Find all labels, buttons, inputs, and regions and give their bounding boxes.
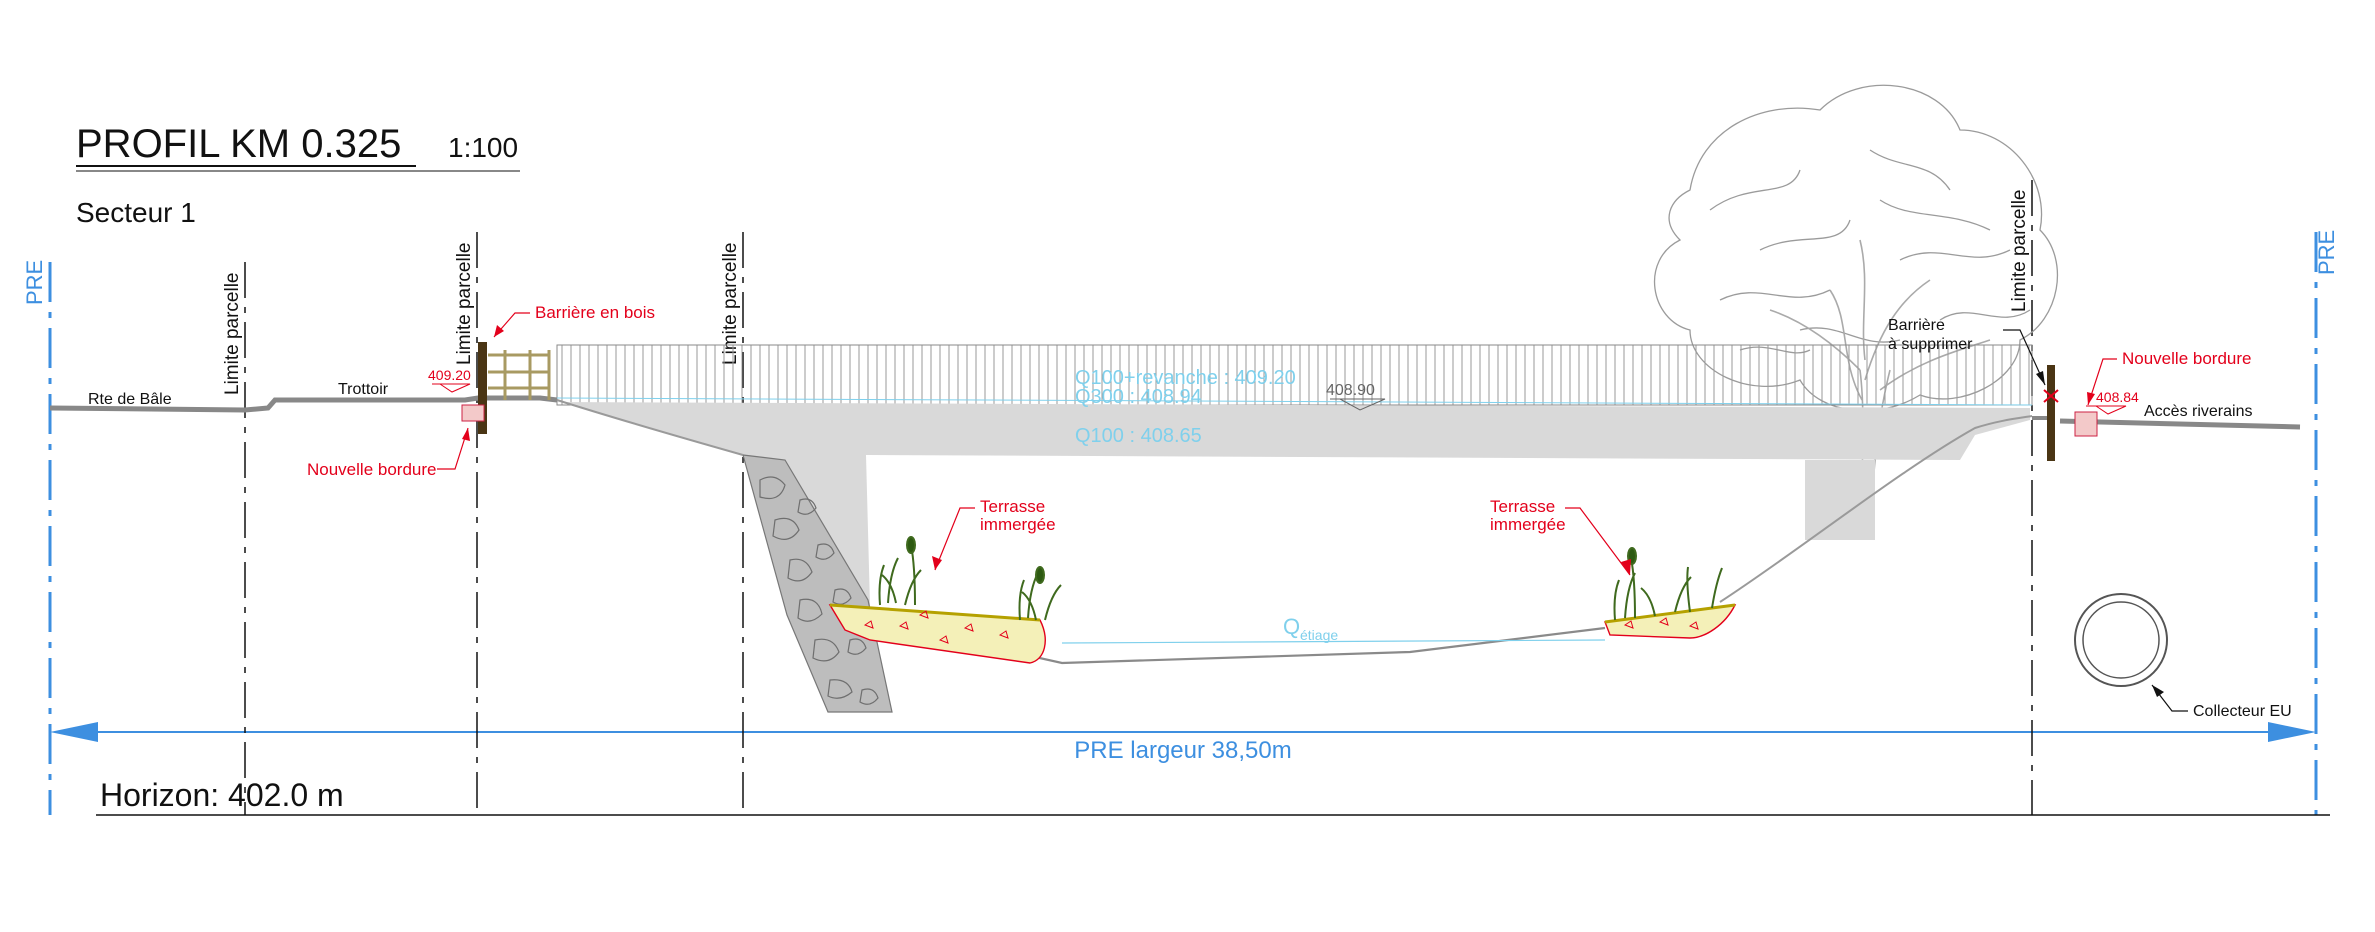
horizon: Horizon: 402.0 m: [96, 777, 2330, 816]
profile-title: PROFIL KM 0.325: [76, 122, 401, 166]
pre-left-label: PRE: [22, 260, 47, 305]
terrace-left-markers: [863, 610, 1009, 644]
profile-scale: 1:100: [448, 132, 518, 163]
sector-label: Secteur 1: [76, 197, 196, 228]
terrace-left-body: [828, 604, 1046, 664]
wooden-barrier-arrow: [494, 325, 504, 337]
pre-width-label: PRE largeur 38,50m: [1074, 737, 1291, 764]
right-elevation-marker: [2086, 405, 2127, 415]
right-bank-details: Barrière à supprimer Nouvelle bordure 40…: [1888, 317, 2292, 720]
title-block: PROFIL KM 0.325 1:100 Secteur 1: [76, 122, 520, 228]
right-curb-leader: [2087, 358, 2117, 406]
right-curb-arrow: [2087, 392, 2095, 405]
terrace-right-leader: [1565, 507, 1631, 576]
collector-pipe-inner: [2082, 601, 2160, 679]
stone-wall: [742, 454, 893, 713]
parcel-limit-label-2: Limite parcelle: [454, 243, 475, 366]
stone-wall-masonry: [759, 476, 879, 705]
right-elevation-value: 408.84: [2096, 389, 2139, 405]
sidewalk-label: Trottoir: [338, 381, 389, 398]
terrace-right-markers: [1623, 617, 1699, 630]
low-water-line: [1061, 639, 1606, 644]
collector-pipe-outer: [2074, 593, 2168, 687]
left-elevation-value: 409.20: [428, 367, 471, 383]
right-access-road: [2059, 418, 2301, 430]
parcel-limits: Limite parcelle Limite parcelle Limite p…: [222, 180, 2033, 815]
parcel-limit-label-3: Limite parcelle: [720, 243, 741, 366]
left-curb-label: Nouvelle bordure: [307, 460, 436, 479]
right-new-curb: [2074, 411, 2098, 437]
barrier-remove-line1: Barrière: [1888, 317, 1945, 334]
terrace-right-leader-arrow: [1621, 559, 1631, 575]
terrace-right-plants: [1613, 547, 1723, 621]
collector-arrow: [2152, 685, 2164, 697]
left-bank-slope: [556, 399, 744, 456]
left-curb-leader: [437, 427, 469, 470]
pre-right-label: PRE: [2314, 230, 2339, 275]
terrace-right-label-line2: immergée: [1490, 515, 1566, 534]
bridge-abutment-right: [1805, 460, 1875, 540]
wood-post: [478, 342, 487, 434]
pre-width-arrow-right: [2268, 722, 2316, 742]
q100-label: Q100 : 408.65: [1075, 425, 1202, 447]
right-curb-label: Nouvelle bordure: [2122, 349, 2251, 368]
left-new-curb: [461, 404, 485, 422]
low-water-subscript: étiage: [1300, 627, 1338, 643]
barrier-remove-arrow: [2036, 371, 2045, 385]
pre-boundaries: PRE PRE PRE largeur 38,50m: [22, 230, 2339, 815]
terrace-left-plants: [878, 536, 1062, 621]
bridge-deck: [555, 402, 2030, 460]
collector-label: Collecteur EU: [2193, 703, 2292, 720]
terrace-right: Terrasse immergée: [1490, 497, 1737, 639]
terrace-left-label-line2: immergée: [980, 515, 1056, 534]
q100-freeboard-label: Q100+revanche : 409.20: [1075, 367, 1296, 389]
road-label: Rte de Bâle: [88, 391, 172, 408]
left-bank-details: Rte de Bâle Trottoir 409.20 Barrière en …: [88, 303, 655, 479]
q300-label: Q300 : 408.94: [1075, 386, 1202, 408]
wooden-barrier: [488, 350, 551, 400]
terrace-left-edge: [829, 603, 1041, 622]
barrier-post-right: [2047, 365, 2055, 461]
terrace-left-label-line1: Terrasse: [980, 497, 1045, 516]
bridge-railing: [556, 344, 2033, 406]
access-label: Accès riverains: [2144, 403, 2252, 420]
right-bank-slope: [1719, 415, 2033, 603]
barrier-remove-line2: à supprimer: [1888, 336, 1973, 353]
left-elevation-marker: [432, 383, 471, 393]
terrace-left-leader: [934, 507, 975, 571]
tree-foliage-detail: [1709, 149, 2031, 354]
wooden-barrier-label: Barrière en bois: [535, 303, 655, 322]
horizon-label: Horizon: 402.0 m: [100, 777, 344, 813]
left-curb-arrow: [462, 428, 470, 441]
low-water-q: Q: [1283, 614, 1300, 639]
terrace-left-leader-arrow: [932, 556, 942, 570]
q300-line: [556, 397, 2033, 406]
pre-width-arrow-left: [50, 722, 98, 742]
level-mark-triangle: [1330, 398, 1386, 411]
terrace-right-label-line1: Terrasse: [1490, 497, 1555, 516]
terrace-left: Terrasse immergée: [828, 497, 1062, 664]
remove-mark-2: [2043, 389, 2059, 403]
water-levels: Q100+revanche : 409.20 Q300 : 408.94 Q10…: [556, 367, 2033, 644]
parcel-limit-label-4: Limite parcelle: [2009, 190, 2030, 313]
barrier-remove-leader: [2003, 329, 2046, 386]
terrace-right-body: [1604, 604, 1737, 639]
parcel-limit-label-1: Limite parcelle: [222, 273, 243, 396]
level-mark-value: 408.90: [1326, 382, 1375, 399]
terrace-right-edge: [1604, 603, 1736, 624]
